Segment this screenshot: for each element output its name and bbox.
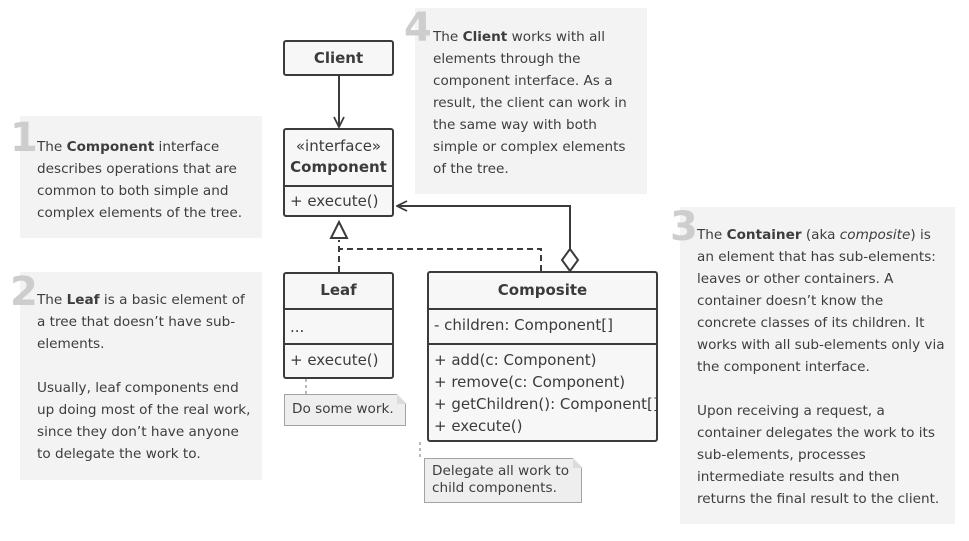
composite-memo-text: Delegate all work to child components. <box>432 463 570 496</box>
note-container: The Container (aka composite) is an elem… <box>680 207 955 524</box>
composite-realizes-component <box>339 248 542 271</box>
component-method-execute: + execute() <box>290 192 379 210</box>
note-leaf-paragraph-2: Usually, leaf components end up doing mo… <box>37 380 251 462</box>
note-container-keyword: Container <box>726 227 802 243</box>
composite-children-aggregation <box>397 206 571 249</box>
note-component-keyword: Component <box>66 139 155 155</box>
note-component: The Component interface describes operat… <box>20 116 262 238</box>
component-interface-box: «interface» Component + execute() <box>283 128 394 217</box>
note-container-paragraph-2: Upon receiving a request, a container de… <box>697 403 940 507</box>
composite-method-add: + add(c: Component) <box>434 351 597 369</box>
composite-memo: Delegate all work to child components. <box>424 457 583 503</box>
client-class-name: Client <box>313 49 364 67</box>
aggregation-diamond <box>560 247 580 273</box>
note-leaf-keyword: Leaf <box>66 292 100 308</box>
leaf-class-box: Leaf ... + execute() <box>283 272 394 379</box>
note-number-2: 2 <box>10 269 38 315</box>
note-number-1: 1 <box>10 115 38 161</box>
component-class-name: Component <box>290 158 387 176</box>
client-class-box: Client <box>283 40 394 76</box>
realization-triangle <box>329 219 349 239</box>
note-container-italic: composite <box>839 227 911 243</box>
component-header: «interface» Component <box>285 130 392 187</box>
note-client: The Client works with all elements throu… <box>415 8 647 194</box>
composite-class-name: Composite <box>497 281 588 299</box>
leaf-memo: Do some work. <box>284 393 407 426</box>
note-leaf: The Leaf is a basic element of a tree th… <box>20 272 262 480</box>
leaf-fields: ... <box>290 318 305 336</box>
note-number-3: 3 <box>670 204 698 250</box>
composite-method-execute: + execute() <box>434 417 523 435</box>
leaf-method-execute: + execute() <box>290 351 379 369</box>
note-number-4: 4 <box>404 5 432 51</box>
composite-method-get-children: + getChildren(): Component[] <box>434 395 658 413</box>
component-stereotype: «interface» <box>295 137 382 155</box>
memo-fold-corner <box>572 457 583 468</box>
leaf-memo-text: Do some work. <box>292 401 394 417</box>
leaf-class-name: Leaf <box>320 281 357 299</box>
composite-class-box: Composite - children: Component[] + add(… <box>427 271 658 442</box>
memo-fold-corner <box>396 393 407 404</box>
note-client-keyword: Client <box>462 29 508 45</box>
composite-method-remove: + remove(c: Component) <box>434 373 626 391</box>
composite-field-children: - children: Component[] <box>434 316 613 334</box>
